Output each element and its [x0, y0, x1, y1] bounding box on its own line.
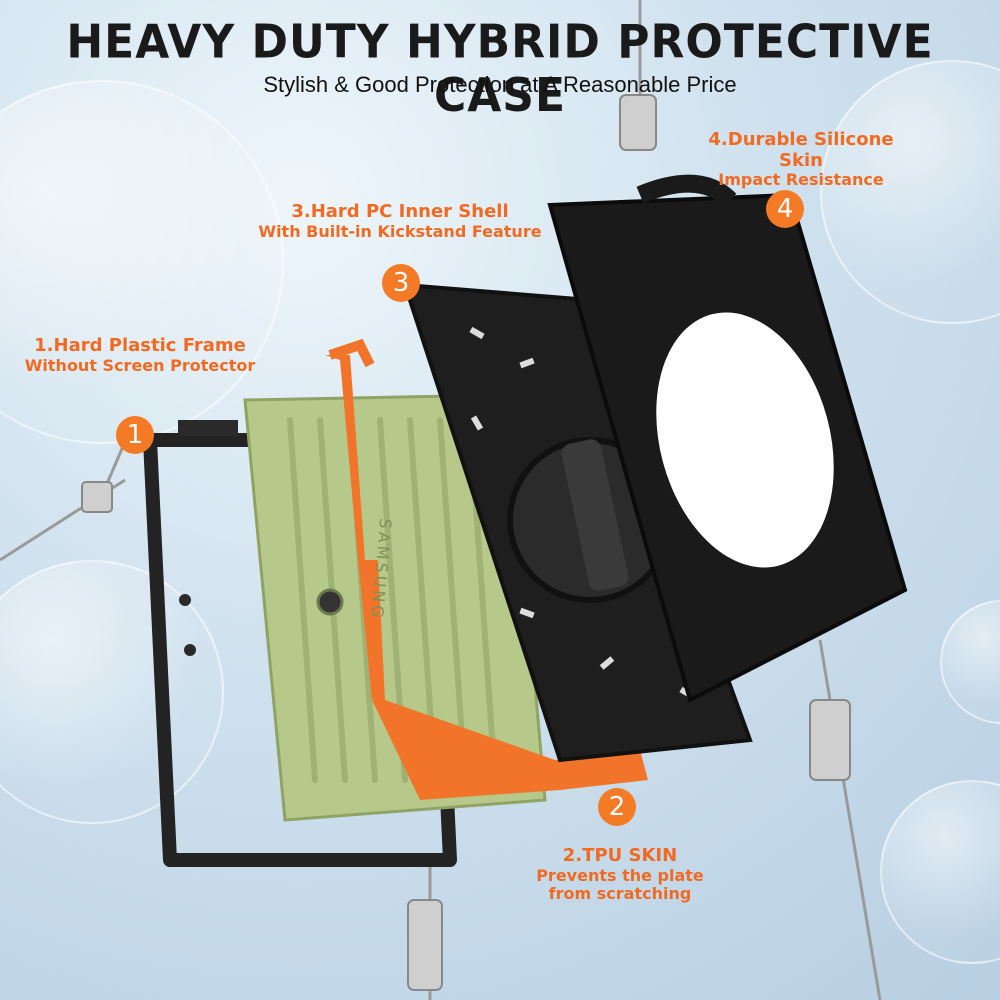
callout-hard-plastic-frame: 1.Hard Plastic Frame Without Screen Prot…	[10, 335, 270, 375]
number-badge-1: 1	[116, 416, 154, 454]
number-badge-3: 3	[382, 264, 420, 302]
callout-durable-silicone-skin: 4.Durable Silicone Skin Impact Resistanc…	[686, 129, 916, 190]
silicone-skin	[547, 174, 908, 703]
page-title: HEAVY DUTY HYBRID PROTECTIVE CASE	[66, 15, 934, 123]
callout-desc: Prevents the plate	[536, 865, 704, 885]
callout-desc: Without Screen Protector	[24, 355, 256, 375]
page-subtitle: Stylish & Good Protection at A Reasonabl…	[263, 72, 737, 97]
number-badge-4: 4	[766, 190, 804, 228]
callout-desc-line2: from scratching	[548, 884, 692, 904]
callout-desc: Impact Resistance	[718, 170, 884, 190]
callout-tpu-skin: 2.TPU SKIN Prevents the plate from scrat…	[500, 845, 740, 904]
callout-title: 1.Hard Plastic Frame	[34, 335, 246, 356]
callout-hard-pc-inner-shell: 3.Hard PC Inner Shell With Built-in Kick…	[250, 201, 550, 241]
callout-title: 3.Hard PC Inner Shell	[291, 201, 509, 222]
bubble-decor	[0, 80, 284, 444]
clamp-icon	[81, 94, 851, 991]
callout-title: 2.TPU SKIN	[562, 845, 678, 866]
callout-title: 4.Durable Silicone Skin	[708, 129, 894, 171]
callout-desc: With Built-in Kickstand Feature	[258, 221, 542, 241]
number-badge-2: 2	[598, 788, 636, 826]
